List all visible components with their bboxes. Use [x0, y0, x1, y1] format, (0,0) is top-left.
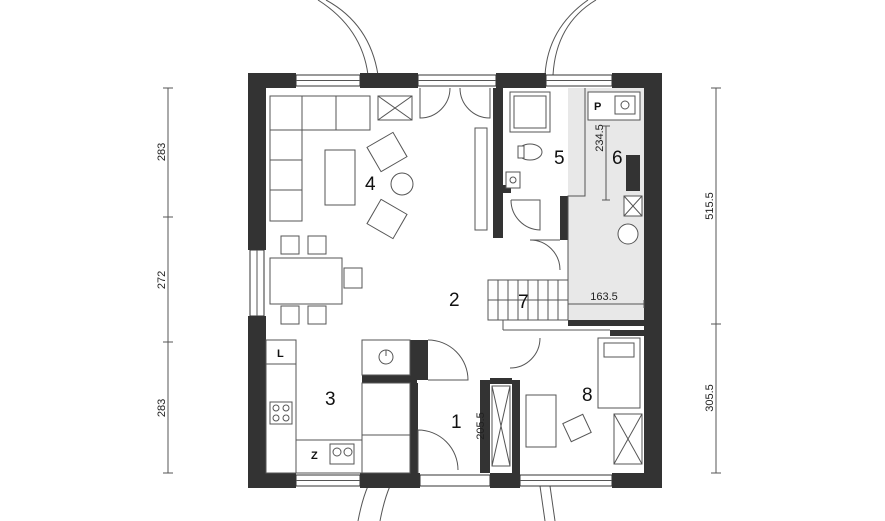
partitions: [474, 88, 610, 331]
stairs: [487, 279, 569, 330]
dimension-lines-right: [711, 87, 721, 474]
sofa: [269, 95, 371, 222]
utility-fixtures: [567, 91, 645, 308]
room-number-1: 1: [451, 412, 462, 433]
dim-right-bottom: 305.5: [704, 384, 716, 412]
oven-unit: [361, 339, 411, 474]
interior-walls: [362, 88, 644, 473]
coffee-table: [324, 149, 356, 206]
side-table: [390, 172, 414, 196]
room-number-8: 8: [582, 385, 593, 406]
fireplace-box: [377, 95, 413, 121]
sink-label: Z: [311, 450, 318, 462]
room-number-4: 4: [365, 174, 376, 195]
dim-hall-height: 205.5: [475, 412, 487, 440]
dim-right-top: 515.5: [704, 192, 716, 220]
room-number-3: 3: [325, 389, 336, 410]
wardrobe: [491, 385, 511, 467]
dimension-lines-left: [163, 87, 173, 474]
dim-left-top: 283: [156, 143, 168, 161]
exterior-arcs: [317, 0, 597, 521]
kitchen-counter: [265, 339, 363, 474]
room-number-7: 7: [518, 292, 529, 313]
bathroom-fixtures: [505, 91, 551, 189]
windows: [249, 74, 613, 487]
room-number-5: 5: [554, 148, 565, 169]
armchairs: [366, 131, 408, 240]
dim-room6-width: 163.5: [590, 291, 618, 303]
bedroom-furniture: [525, 337, 643, 465]
fridge-label: L: [277, 348, 284, 360]
room-number-6: 6: [612, 148, 623, 169]
dim-left-middle: 272: [156, 271, 168, 289]
doors: [417, 87, 561, 473]
room-number-2: 2: [449, 290, 460, 311]
exterior-walls: [248, 73, 662, 488]
dim-room6-height: 234.5: [594, 124, 606, 152]
dining-set: [269, 235, 363, 325]
pantry-label: P: [594, 101, 601, 113]
dim-left-bottom: 283: [156, 399, 168, 417]
